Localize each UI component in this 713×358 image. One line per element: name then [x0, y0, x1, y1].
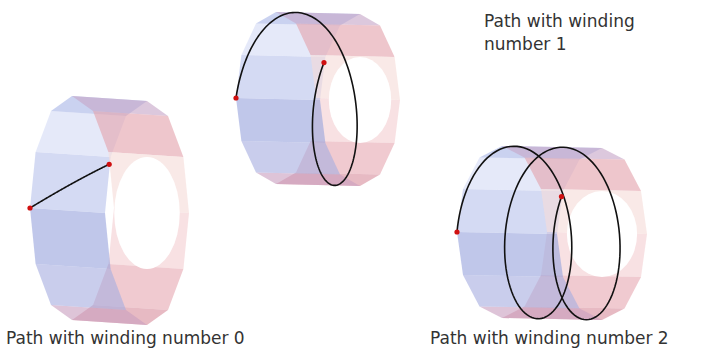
- path-endpoint: [321, 60, 326, 65]
- cylinder: [27, 96, 189, 325]
- path-endpoint: [233, 95, 238, 100]
- cylinder: [454, 146, 647, 320]
- cylinder-band: [93, 111, 183, 157]
- path-caption: Path with winding number 0: [6, 327, 245, 350]
- cylinder-band: [30, 152, 111, 213]
- cylinder-opening: [114, 157, 180, 269]
- path-endpoint: [559, 194, 564, 199]
- cylinder-band: [296, 24, 395, 58]
- cylinder-band: [276, 12, 380, 26]
- path-caption: Path with winding number 1: [484, 10, 664, 56]
- winding-path: [236, 12, 357, 185]
- winding-path: [30, 164, 109, 208]
- path-endpoint: [27, 205, 32, 210]
- winding-path: [457, 146, 620, 319]
- cylinder-band: [457, 232, 563, 277]
- path-endpoint: [107, 162, 112, 167]
- cylinder-band: [525, 158, 642, 192]
- cylinder: [233, 12, 400, 186]
- cylinder-band: [30, 208, 111, 269]
- path-caption: Path with winding number 2: [430, 327, 669, 350]
- path-endpoint: [454, 229, 459, 234]
- cylinder-band: [36, 264, 126, 310]
- cylinder-opening: [329, 57, 391, 143]
- cylinders: [27, 12, 647, 325]
- cylinder-opening: [567, 191, 637, 277]
- cylinder-band: [463, 275, 580, 309]
- cylinder-band: [241, 141, 340, 175]
